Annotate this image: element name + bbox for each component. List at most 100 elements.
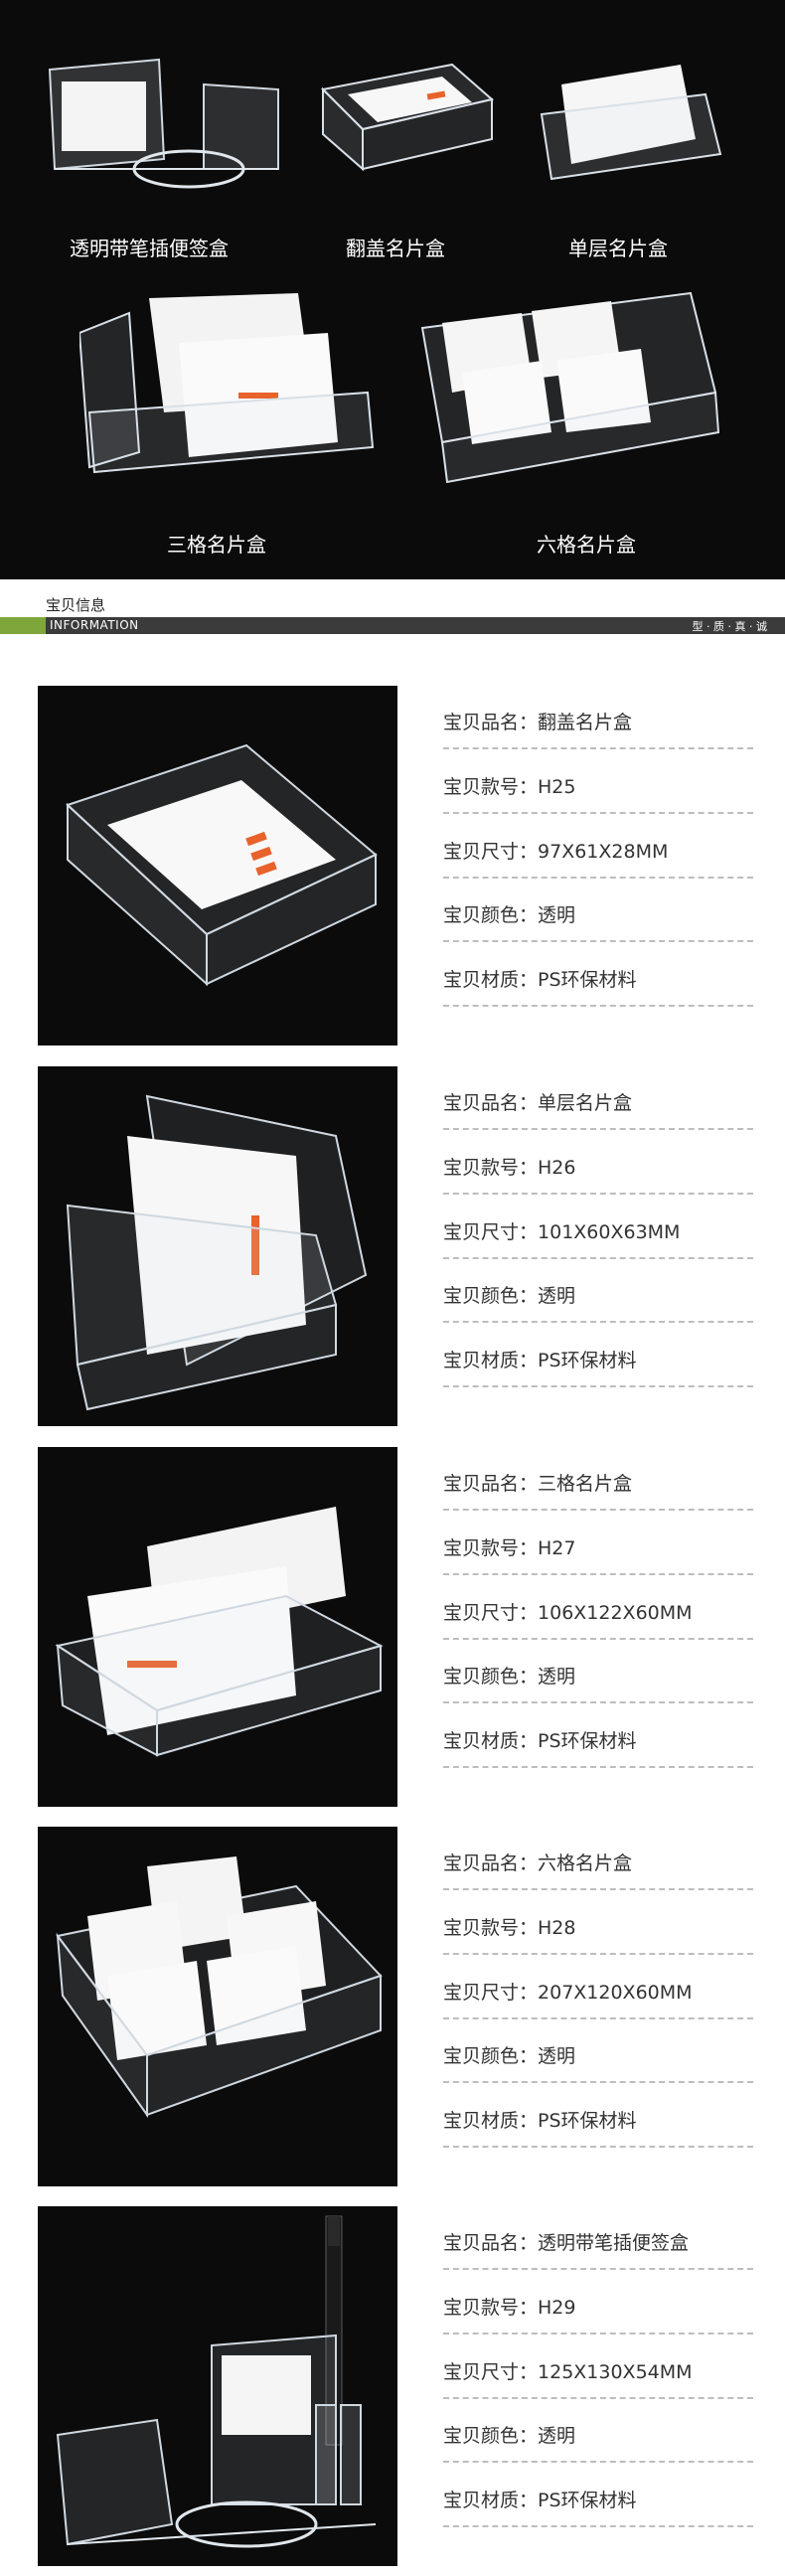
divider: [443, 1953, 753, 1955]
label-model: 宝贝款号：: [443, 776, 539, 798]
divider: [443, 1766, 753, 1768]
value-model: H26: [538, 1157, 576, 1179]
divider: [443, 1385, 753, 1387]
divider: [443, 812, 753, 814]
label-material: 宝贝材质：: [443, 1730, 539, 1752]
label-color: 宝贝颜色：: [443, 2045, 539, 2067]
divider: [443, 1638, 753, 1640]
divider: [443, 2461, 753, 2463]
hero-product-pen-memo-box: [40, 30, 288, 189]
divider: [443, 1509, 753, 1511]
spec-name-h29: 宝贝品名：透明带笔插便签盒: [443, 2228, 753, 2286]
value-color: 透明: [538, 2425, 576, 2447]
single-card-box-illustration: [540, 65, 722, 181]
spec-model-h29: 宝贝款号：H29: [443, 2293, 753, 2350]
hero-caption-single-card-box: 单层名片盒: [568, 237, 668, 260]
label-size: 宝贝尺寸：: [443, 2361, 539, 2383]
value-material: PS环保材料: [538, 969, 637, 991]
label-color: 宝贝颜色：: [443, 1666, 539, 1688]
spec-material-h27: 宝贝材质：PS环保材料: [443, 1726, 753, 1784]
value-color: 透明: [538, 904, 576, 926]
divider: [443, 940, 753, 942]
value-material: PS环保材料: [538, 1350, 637, 1371]
label-model: 宝贝款号：: [443, 1537, 539, 1559]
spec-size-h29: 宝贝尺寸：125X130X54MM: [443, 2357, 753, 2415]
divider: [443, 2268, 753, 2270]
hero-caption-flip-card-box: 翻盖名片盒: [346, 237, 445, 260]
label-name: 宝贝品名：: [443, 2232, 539, 2254]
divider: [443, 877, 753, 879]
label-size: 宝贝尺寸：: [443, 841, 539, 863]
spec-color-h26: 宝贝颜色：透明: [443, 1281, 753, 1339]
three-slot-box-photo: [55, 1507, 384, 1757]
divider: [443, 1005, 753, 1007]
label-name: 宝贝品名：: [443, 1092, 539, 1114]
spec-color-h27: 宝贝颜色：透明: [443, 1662, 753, 1719]
label-model: 宝贝款号：: [443, 1917, 539, 1939]
value-name: 透明带笔插便签盒: [538, 2232, 690, 2254]
value-size: 106X122X60MM: [538, 1602, 693, 1624]
value-name: 六格名片盒: [538, 1852, 633, 1874]
label-name: 宝贝品名：: [443, 1852, 539, 1874]
spec-name-h27: 宝贝品名：三格名片盒: [443, 1469, 753, 1527]
spec-material-h26: 宝贝材质：PS环保材料: [443, 1346, 753, 1403]
divider: [443, 1573, 753, 1575]
six-slot-box-photo: [56, 1856, 383, 2119]
hero-caption-pen-memo-box: 透明带笔插便签盒: [70, 237, 229, 260]
label-size: 宝贝尺寸：: [443, 1221, 539, 1243]
divider: [443, 2333, 753, 2334]
spec-color-h29: 宝贝颜色：透明: [443, 2421, 753, 2479]
label-size: 宝贝尺寸：: [443, 1602, 539, 1624]
hero-caption-three-slot-box: 三格名片盒: [167, 533, 266, 557]
value-material: PS环保材料: [538, 2490, 637, 2511]
value-size: 207X120X60MM: [538, 1982, 693, 2004]
label-color: 宝贝颜色：: [443, 904, 539, 926]
spec-material-h25: 宝贝材质：PS环保材料: [443, 965, 753, 1023]
divider: [443, 2525, 753, 2527]
divider: [443, 747, 753, 749]
product-image-h28: [38, 1827, 397, 2186]
divider: [443, 2017, 753, 2019]
divider: [443, 1257, 753, 1259]
spec-color-h28: 宝贝颜色：透明: [443, 2041, 753, 2099]
pen-memo-box-photo: [56, 2215, 377, 2548]
label-material: 宝贝材质：: [443, 2110, 539, 2132]
flip-card-box-illustration: [320, 63, 495, 172]
spec-model-h25: 宝贝款号：H25: [443, 772, 753, 830]
label-color: 宝贝颜色：: [443, 2425, 539, 2447]
product-image-h27: [38, 1447, 397, 1807]
value-model: H25: [538, 776, 576, 798]
value-color: 透明: [538, 1285, 576, 1307]
divider: [443, 2081, 753, 2083]
product-card-h28: 宝贝品名：六格名片盒 宝贝款号：H28 宝贝尺寸：207X120X60MM 宝贝…: [0, 1827, 785, 2186]
product-card-h27: 宝贝品名：三格名片盒 宝贝款号：H27 宝贝尺寸：106X122X60MM 宝贝…: [0, 1447, 785, 1807]
label-name: 宝贝品名：: [443, 712, 539, 733]
value-color: 透明: [538, 1666, 576, 1688]
product-card-h25: 宝贝品名：翻盖名片盒 宝贝款号：H25 宝贝尺寸：97X61X28MM 宝贝颜色…: [0, 686, 785, 1046]
product-card-h29: 宝贝品名：透明带笔插便签盒 宝贝款号：H29 宝贝尺寸：125X130X54MM…: [0, 2206, 785, 2566]
single-card-box-photo: [66, 1094, 368, 1411]
value-color: 透明: [538, 2045, 576, 2067]
spec-model-h26: 宝贝款号：H26: [443, 1153, 753, 1210]
section-motto: 型 · 质 · 真 · 诚: [692, 620, 767, 633]
spec-material-h28: 宝贝材质：PS环保材料: [443, 2106, 753, 2164]
value-material: PS环保材料: [538, 1730, 637, 1752]
divider: [443, 1128, 753, 1130]
value-material: PS环保材料: [538, 2110, 637, 2132]
spec-color-h25: 宝贝颜色：透明: [443, 900, 753, 958]
divider: [443, 1321, 753, 1323]
value-size: 101X60X63MM: [538, 1221, 681, 1243]
value-name: 翻盖名片盒: [538, 712, 633, 733]
value-model: H27: [538, 1537, 576, 1559]
value-size: 125X130X54MM: [538, 2361, 693, 2383]
spec-size-h27: 宝贝尺寸：106X122X60MM: [443, 1598, 753, 1656]
section-accent-bar: [0, 617, 46, 634]
section-subtitle: INFORMATION: [50, 618, 139, 632]
label-name: 宝贝品名：: [443, 1473, 539, 1495]
value-model: H28: [538, 1917, 576, 1939]
spec-size-h28: 宝贝尺寸：207X120X60MM: [443, 1978, 753, 2035]
three-slot-box-illustration: [79, 293, 375, 474]
label-model: 宝贝款号：: [443, 1157, 539, 1179]
hero-caption-six-slot-box: 六格名片盒: [537, 533, 636, 557]
spec-size-h26: 宝贝尺寸：101X60X63MM: [443, 1217, 753, 1275]
